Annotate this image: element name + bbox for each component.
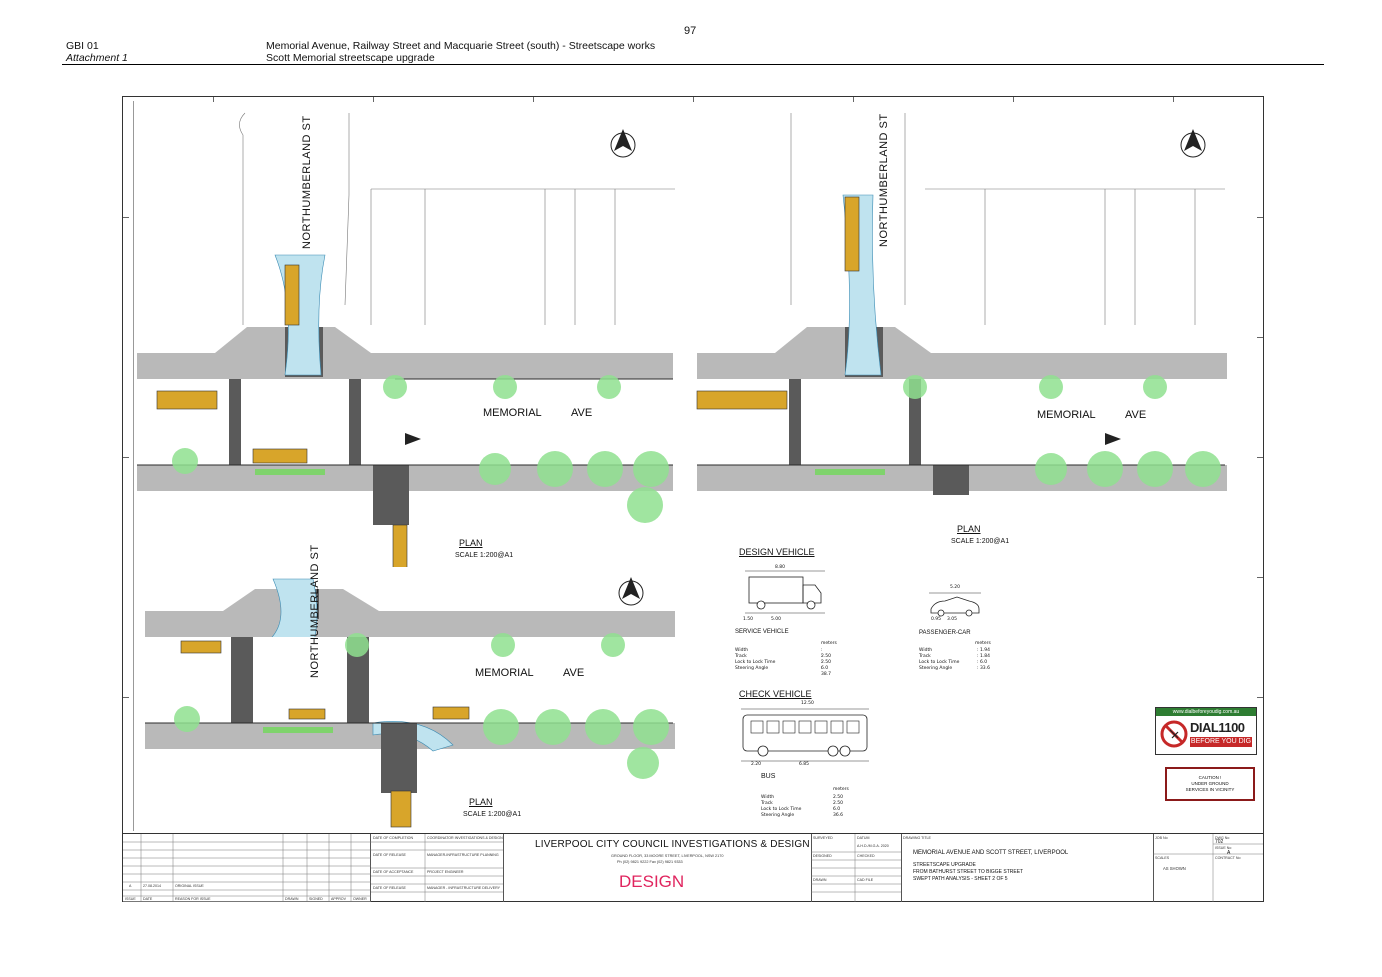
council-phone: Ph (02) 9821 9222 Fax (02) 9821 9333 — [617, 860, 683, 864]
bus-label: BUS — [761, 773, 776, 780]
design-stamp: DESIGN — [619, 872, 685, 891]
service-vehicle-label: SERVICE VEHICLE — [735, 629, 789, 635]
col-owner: OWNER — [353, 897, 367, 901]
council-name: LIVERPOOL CITY COUNCIL INVESTIGATIONS & … — [535, 839, 810, 850]
car-wheelbase: 3.05 — [947, 617, 958, 622]
bus-diagram — [741, 708, 869, 762]
dial-before-you-dig-badge: www.dialbeforeyoudig.com.au DIAL1100 BEF… — [1155, 707, 1257, 755]
drawing-title-4: SWEPT PATH ANALYSIS - SHEET 2 OF 5 — [913, 876, 1008, 882]
avenue-ave-tl: AVE — [571, 407, 593, 419]
service-length: 8.80 — [775, 565, 786, 570]
design-vehicle-heading: DESIGN VEHICLE — [739, 547, 815, 557]
plan-label-tl: PLAN — [459, 538, 483, 548]
service-specs: Width: 2.50 Track: 2.50 Lock to Lock Tim… — [735, 648, 832, 677]
no-dig-icon — [1160, 720, 1188, 748]
plan-top-left — [137, 112, 675, 567]
drawing-sheet: NORTHUMBERLAND ST MEMORIAL AVE PLAN SCAL… — [122, 96, 1264, 902]
header-rule — [62, 64, 1324, 65]
page-number: 97 — [684, 25, 697, 37]
col-approv: APPROV — [331, 897, 346, 901]
plan-label-bl: PLAN — [469, 797, 493, 807]
council-address: GROUND FLOOR, 33 MOORE STREET, LIVERPOOL… — [611, 854, 724, 858]
col-issue: ISSUE — [125, 897, 136, 901]
service-unit: meters — [821, 641, 837, 646]
check-vehicle-heading: CHECK VEHICLE — [739, 689, 812, 699]
avenue-memorial-tr: MEMORIAL — [1037, 409, 1096, 421]
col-drawn: DRAWN — [285, 897, 299, 901]
drawing-title-3: FROM BATHURST STREET TO BIGGE STREET — [913, 869, 1024, 875]
passenger-car-label: PASSENGER-CAR — [919, 630, 971, 636]
revision-grid — [123, 834, 371, 902]
avenue-ave-tr: AVE — [1125, 409, 1147, 421]
plan-label-tr: PLAN — [957, 524, 981, 534]
plan-bottom-left — [145, 577, 675, 828]
caution-box: CAUTION ! UNDER GROUND SERVICES IN VICIN… — [1165, 767, 1255, 801]
doc-title: Memorial Avenue, Railway Street and Macq… — [266, 40, 656, 52]
plan-top-right — [696, 113, 1227, 495]
service-front: 1.50 — [743, 617, 754, 622]
drawing-title-2: STREETSCAPE UPGRADE — [913, 862, 976, 868]
rev-reason: ORIGINAL ISSUE — [175, 884, 204, 888]
scale-label-bl: SCALE 1:200@A1 — [463, 811, 522, 818]
car-unit: meters — [975, 641, 991, 646]
avenue-memorial-tl: MEMORIAL — [483, 407, 542, 419]
avenue-memorial-bl: MEMORIAL — [475, 667, 534, 679]
rev-date: 27.08.2014 — [143, 884, 161, 888]
rev-issue: A — [129, 884, 132, 888]
bus-front: 2.20 — [751, 762, 762, 767]
doc-subtitle: Scott Memorial streetscape upgrade — [266, 52, 435, 64]
title-block: A 27.08.2014 ORIGINAL ISSUE ISSUE DATE R… — [123, 833, 1263, 902]
street-label-tl: NORTHUMBERLAND ST — [301, 115, 313, 249]
bus-length: 12.50 — [801, 701, 814, 706]
col-signed: SIGNED — [309, 897, 323, 901]
street-label-bl: NORTHUMBERLAND ST — [309, 544, 321, 678]
service-vehicle-diagram — [745, 570, 825, 614]
drawing-title-1: MEMORIAL AVENUE AND SCOTT STREET, LIVERP… — [913, 850, 1069, 856]
scale-label-tl: SCALE 1:200@A1 — [455, 552, 514, 559]
car-specs: Width: 1.94 Track: 1.84 Lock to Lock Tim… — [919, 648, 990, 671]
bus-wheelbase: 6.85 — [799, 762, 810, 767]
issue-number: A — [1227, 850, 1231, 856]
service-wheelbase: 5.00 — [771, 617, 782, 622]
col-reason: REASON FOR ISSUE — [175, 897, 211, 901]
street-label-tr: NORTHUMBERLAND ST — [878, 113, 890, 247]
bus-unit: meters — [833, 787, 849, 792]
passenger-car-diagram — [929, 592, 981, 617]
col-date: DATE — [143, 897, 153, 901]
car-length: 5.20 — [950, 585, 961, 590]
avenue-ave-bl: AVE — [563, 667, 585, 679]
attachment-label: Attachment 1 — [66, 52, 128, 64]
dwg-number: 702 — [1215, 839, 1224, 845]
car-front: 0.95 — [931, 617, 942, 622]
doc-ref: GBI 01 — [66, 40, 99, 52]
scale-label-tr: SCALE 1:200@A1 — [951, 538, 1010, 545]
